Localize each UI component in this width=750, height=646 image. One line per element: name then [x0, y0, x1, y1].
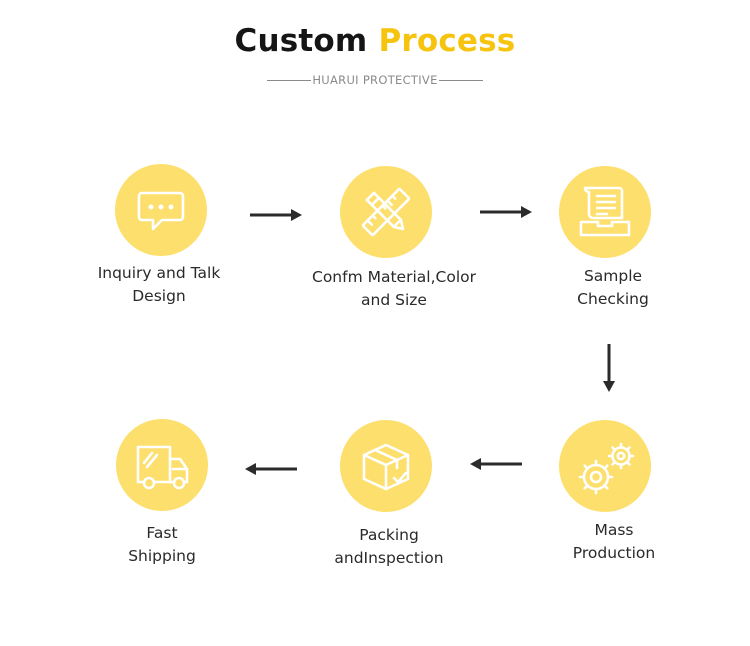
step-1-label-line-1: Inquiry and Talk	[97, 264, 221, 282]
step-4-circle	[559, 420, 651, 512]
arrow-right-2	[480, 206, 532, 218]
subtitle-text: HUARUI PROTECTIVE	[312, 73, 438, 87]
step-2-label-line-2: and Size	[361, 291, 427, 309]
step-4-label-line-1: Mass	[594, 521, 634, 539]
gears-icon	[578, 442, 635, 495]
page-title: Custom Process	[0, 20, 750, 62]
title-part-1: Custom	[234, 23, 368, 59]
step-4-label-line-2: Production	[572, 544, 656, 562]
step-5-label: Packing andInspection	[294, 524, 484, 570]
step-5-label-line-2: andInspection	[334, 549, 444, 567]
step-3-circle	[559, 166, 651, 258]
subtitle-divider-right	[438, 79, 483, 81]
step-6-label-line-1: Fast	[146, 524, 178, 542]
title-part-2: Process	[378, 23, 516, 59]
step-5-circle	[340, 420, 432, 512]
arrow-right-1	[250, 209, 302, 221]
step-2-circle	[340, 166, 432, 258]
step-3-label-line-1: Sample	[583, 267, 643, 285]
step-2-label: Confm Material,Color and Size	[299, 266, 489, 312]
step-4-label: Mass Production	[519, 519, 709, 565]
pencil-ruler-icon	[361, 187, 411, 237]
subtitle: HUARUI PROTECTIVE	[0, 72, 750, 88]
step-6-circle	[116, 419, 208, 511]
step-6-label-line-2: Shipping	[128, 547, 196, 565]
step-2-label-line-1: Confm Material,Color	[312, 268, 476, 286]
arrow-left-1	[470, 458, 522, 470]
delivery-truck-icon	[136, 445, 189, 490]
arrow-left-2	[245, 463, 297, 475]
step-6-label: Fast Shipping	[67, 522, 257, 568]
document-tray-icon	[579, 186, 631, 237]
subtitle-divider-left	[267, 79, 312, 81]
step-1-label: Inquiry and Talk Design	[64, 262, 254, 308]
step-3-label-line-2: Checking	[577, 290, 649, 308]
step-5-label-line-1: Packing	[359, 526, 419, 544]
arrow-down	[603, 344, 615, 392]
step-1-label-line-2: Design	[132, 287, 186, 305]
package-check-icon	[362, 443, 410, 491]
step-1-circle	[115, 164, 207, 256]
step-3-label: Sample Checking	[518, 265, 708, 311]
chat-bubble-icon	[137, 191, 185, 231]
